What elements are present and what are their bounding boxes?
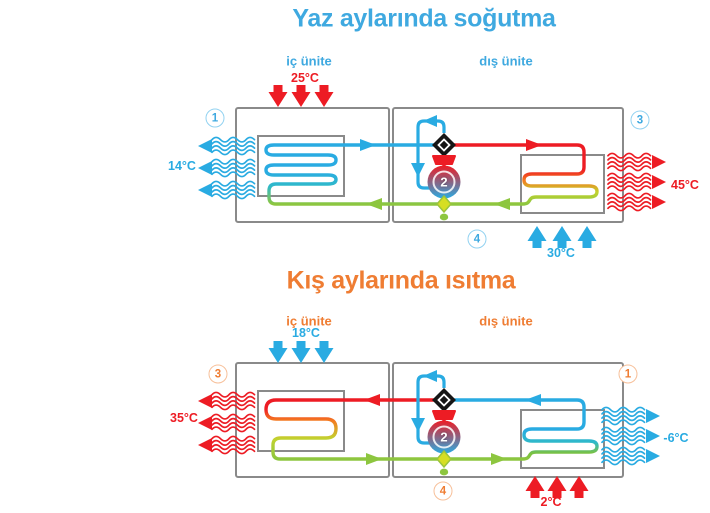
summer-compressor-number: 2 [440, 174, 448, 190]
winter-indoor-airflow-arrows [198, 394, 212, 452]
flow-arrow-icon [360, 139, 376, 151]
flow-arrow-icon [411, 163, 425, 177]
flow-arrow-icon [411, 418, 425, 432]
summer-warm-air-down-arrows [268, 85, 334, 107]
summer-diagram [198, 85, 666, 248]
summer-step-badge-outdoor: 3 [630, 110, 650, 130]
winter-step-badge-outdoor: 1 [618, 364, 638, 384]
summer-outdoor-air-up-arrows [527, 226, 597, 248]
winter-indoor-air-temp: 18°C [292, 325, 320, 340]
flow-arrow-icon [423, 370, 437, 382]
summer-step-badge-expansion: 4 [467, 229, 487, 249]
winter-outdoor-unit-label: dış ünite [479, 313, 533, 329]
winter-outdoor-air-temp: 2°C [540, 494, 562, 509]
winter-indoor-unit-label: iç ünite [286, 313, 332, 329]
winter-cool-air-down-arrows [268, 341, 334, 363]
flow-arrow-icon [364, 394, 380, 406]
winter-suction-loop-pipe [416, 374, 446, 445]
summer-indoor-air-temp: 25°C [291, 70, 319, 85]
summer-outdoor-air-temp: 30°C [547, 245, 575, 260]
summer-outdoor-airflow-waves [608, 153, 651, 210]
winter-diagram [198, 341, 660, 498]
winter-step-badge-expansion: 4 [433, 481, 453, 501]
summer-indoor-outlet-temp: 14°C [168, 158, 196, 173]
winter-compressor-number: 2 [440, 429, 448, 445]
winter-title: Kış aylarında ısıtma [286, 266, 516, 295]
summer-outdoor-outlet-temp: 45°C [671, 177, 699, 192]
flow-arrow-icon [525, 394, 541, 406]
summer-title: Yaz aylarında soğutma [292, 4, 556, 33]
flow-arrow-icon [366, 453, 382, 465]
summer-outdoor-coil-box [520, 154, 605, 214]
winter-outdoor-coil-box [520, 409, 605, 469]
summer-indoor-airflow-arrows [198, 139, 212, 197]
flow-arrow-icon [423, 115, 437, 127]
winter-step-badge-indoor: 3 [208, 364, 228, 384]
summer-outdoor-airflow-arrows [652, 155, 666, 209]
winter-outdoor-coil-pipe [449, 398, 599, 461]
flow-arrow-icon [366, 198, 382, 210]
winter-indoor-coil-pipe [264, 398, 439, 461]
winter-outdoor-outlet-temp: -6°C [663, 430, 689, 445]
winter-outdoor-airflow-arrows [646, 409, 660, 463]
summer-step-badge-indoor: 1 [205, 108, 225, 128]
flow-arrow-icon [494, 198, 510, 210]
summer-suction-loop-pipe [416, 119, 446, 190]
flow-arrow-icon [526, 139, 542, 151]
summer-outdoor-coil-pipe [449, 143, 599, 206]
summer-indoor-unit-label: iç ünite [286, 53, 332, 69]
summer-outdoor-unit-label: dış ünite [479, 53, 533, 69]
winter-outdoor-airflow-waves [602, 407, 645, 464]
winter-indoor-outlet-temp: 35°C [170, 410, 198, 425]
summer-indoor-coil-pipe [264, 143, 439, 206]
flow-arrow-icon [491, 453, 507, 465]
